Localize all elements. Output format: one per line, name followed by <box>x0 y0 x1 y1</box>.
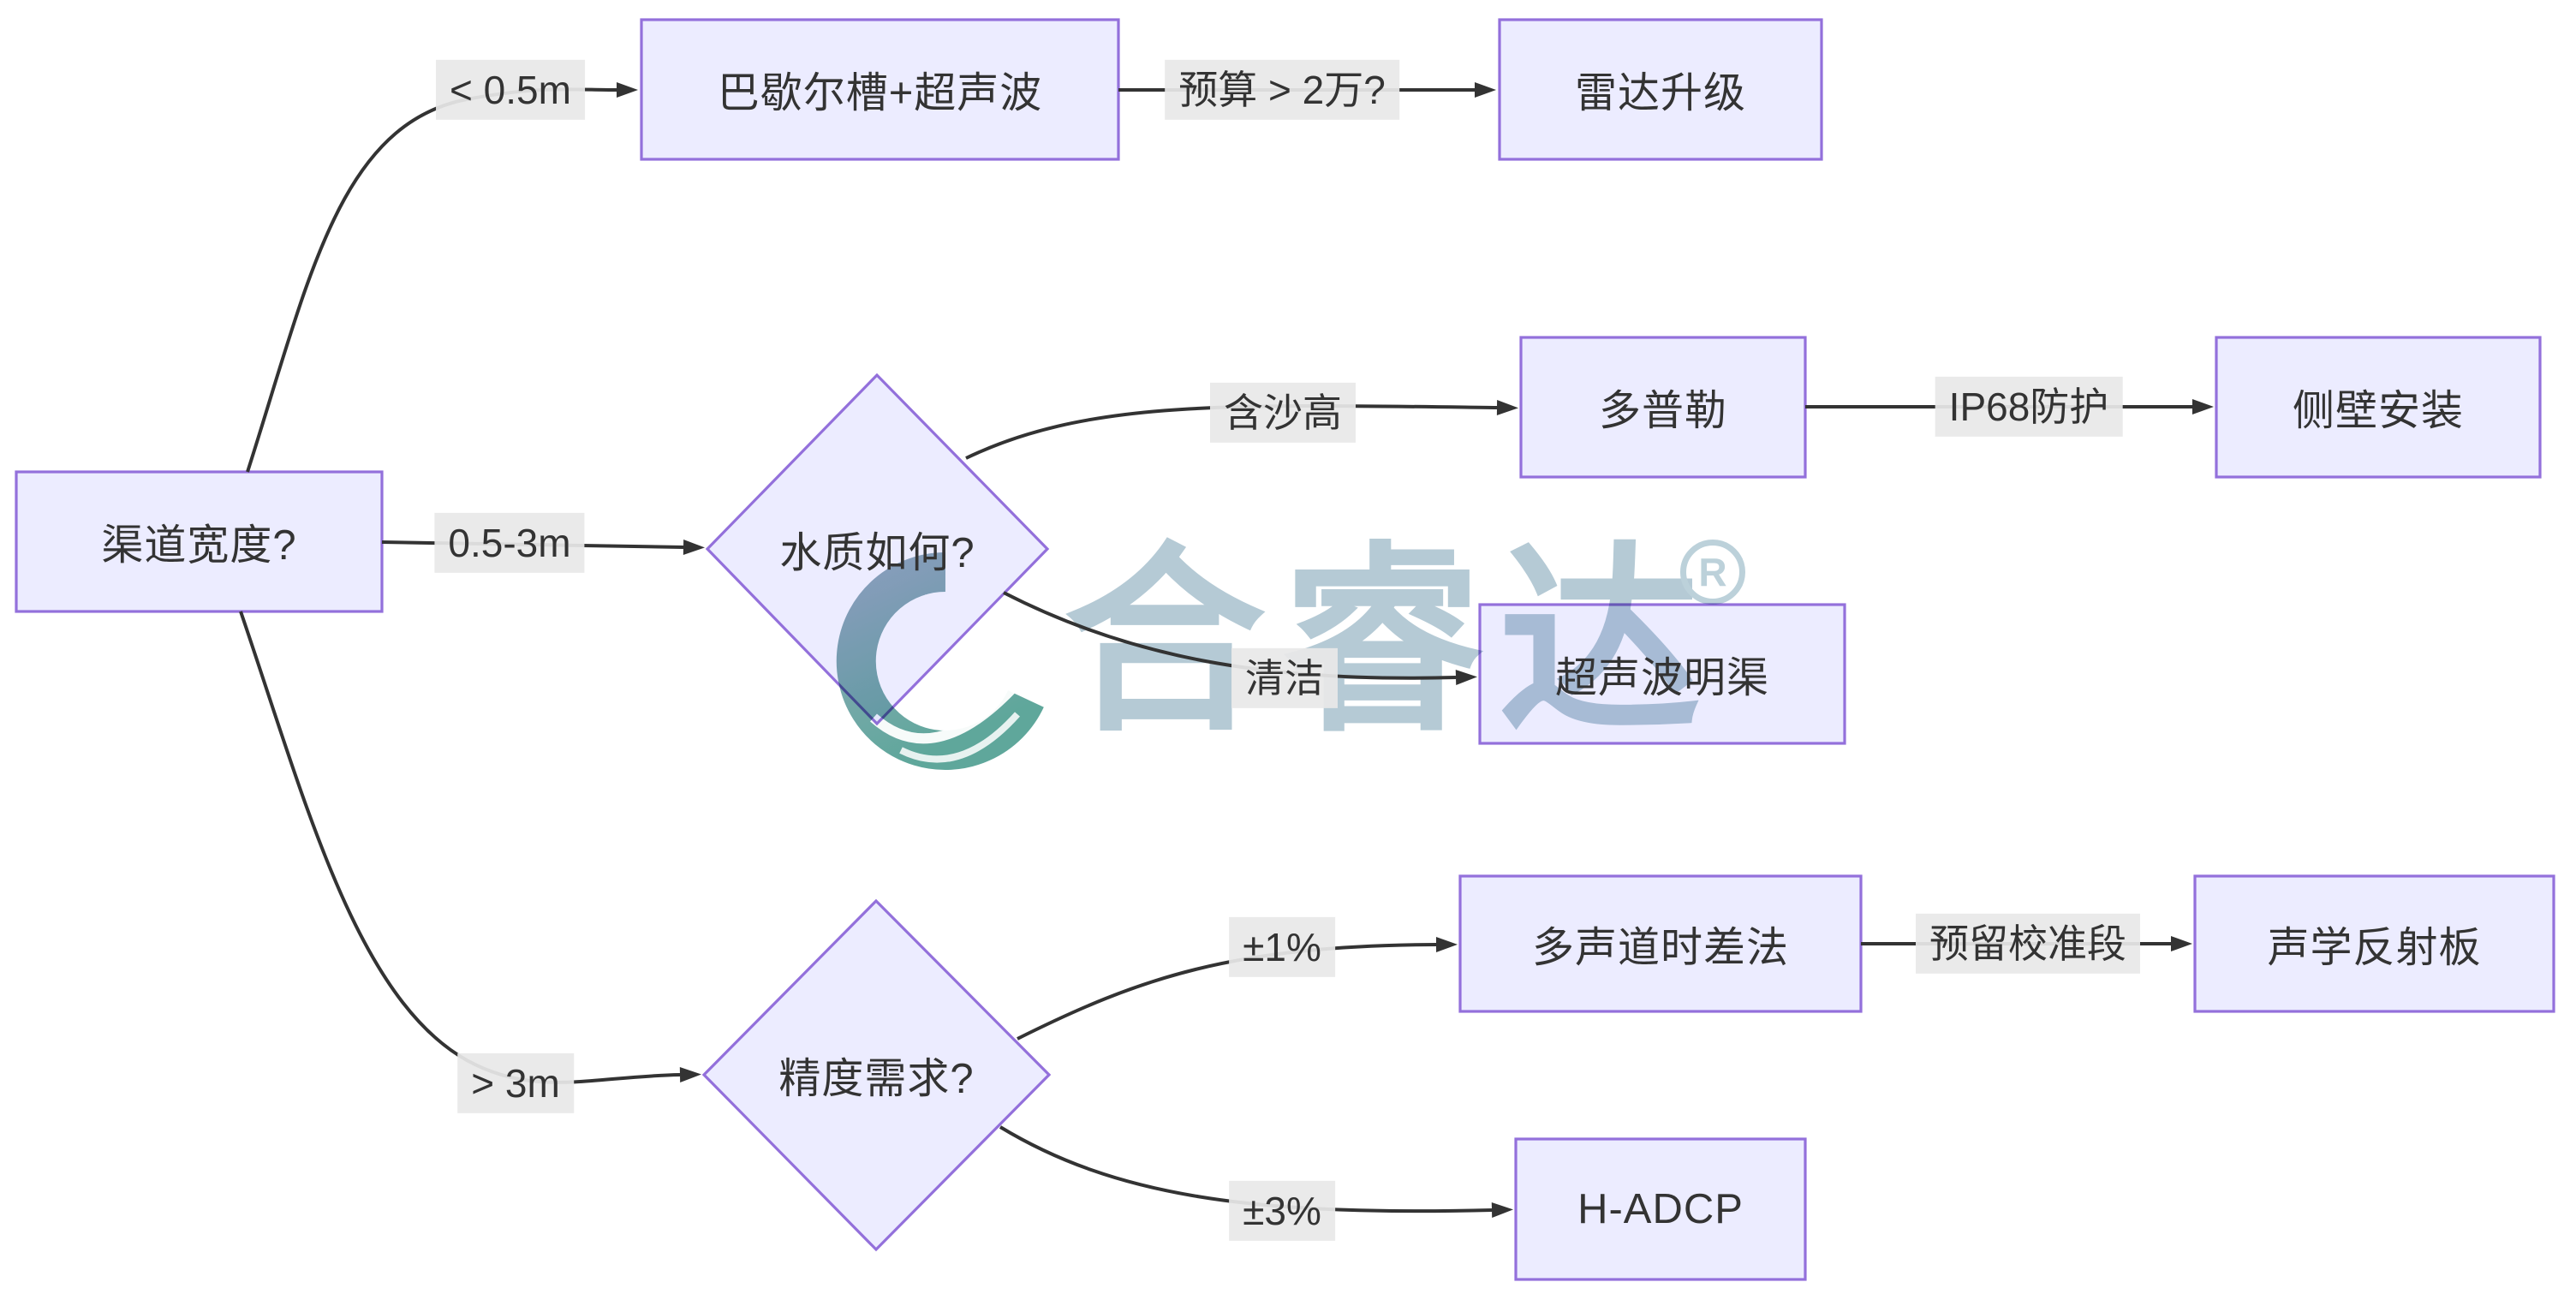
node-shape-water-quality <box>705 373 1050 726</box>
edge-high-sand <box>965 400 1518 460</box>
watermark-text: 合睿达 <box>1064 529 1717 755</box>
brand-logo-icon <box>836 552 1044 770</box>
node-shape-h-adcp <box>1514 1137 1807 1281</box>
node-shape-acoustic-reflector <box>2193 874 2555 1013</box>
registered-trademark-icon: R <box>1680 540 1745 605</box>
node-shape-side-wall-mount <box>2215 336 2542 479</box>
edge-width-05-3m <box>381 540 705 555</box>
edge-clean-water <box>1003 591 1477 685</box>
edge-accuracy-1pct <box>1017 937 1458 1041</box>
node-shape-doppler <box>1519 336 1807 479</box>
node-shape-accuracy-need <box>701 898 1052 1252</box>
node-shape-channel-width <box>15 470 384 613</box>
edge-accuracy-3pct <box>999 1125 1513 1218</box>
registered-trademark-letter: R <box>1698 550 1727 594</box>
node-shape-parshall-flume <box>640 18 1120 161</box>
edge-width-gt3m <box>239 611 701 1084</box>
edge-width-lt05m <box>246 82 638 473</box>
node-shape-radar-upgrade <box>1498 18 1823 161</box>
node-shape-ultrasonic-open-channel <box>1478 603 1846 745</box>
